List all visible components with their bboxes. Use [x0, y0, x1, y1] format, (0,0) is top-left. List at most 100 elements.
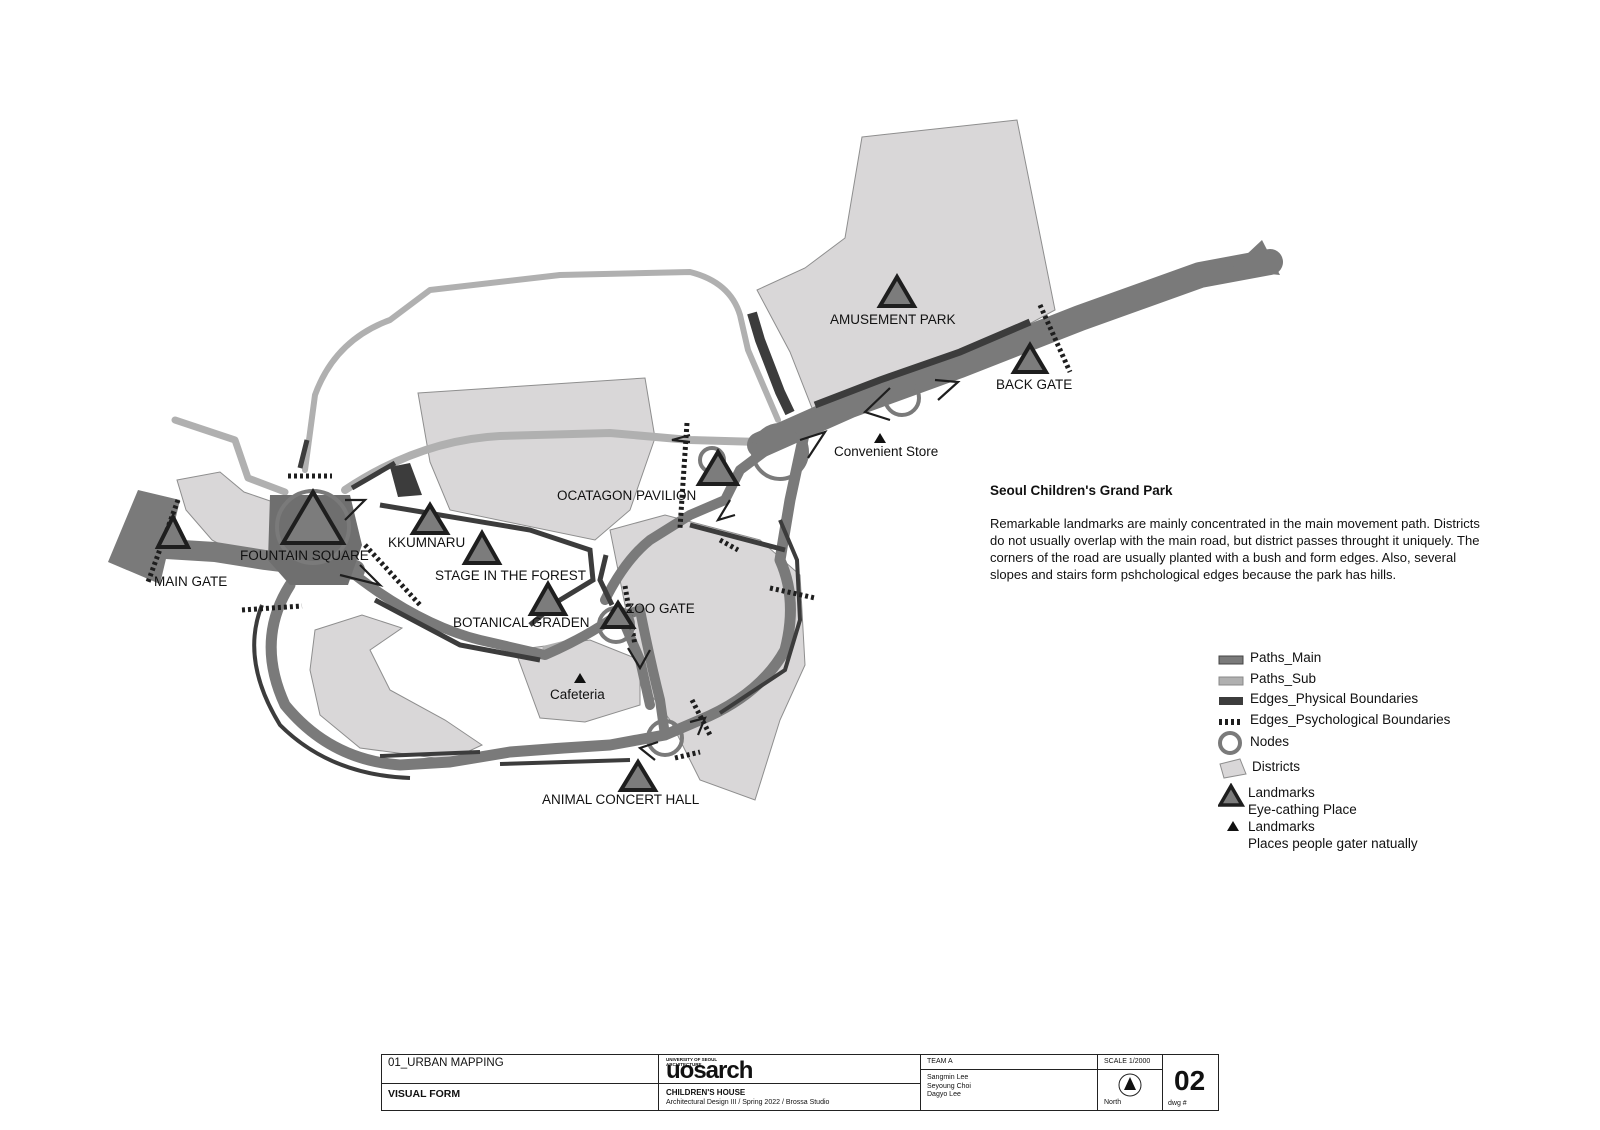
label-octagon-pavilion: OCATAGON PAVILION [557, 488, 696, 503]
small-landmarks [574, 433, 886, 683]
node-back-path[interactable] [883, 379, 921, 417]
landmark-stage-forest[interactable] [461, 528, 503, 565]
psych-edge-east[interactable] [769, 585, 816, 601]
team-label: TEAM A [927, 1058, 953, 1065]
sheet-title: VISUAL FORM [388, 1088, 461, 1100]
main-gate-block[interactable] [108, 490, 180, 584]
label-back-gate: BACK GATE [996, 377, 1072, 392]
arrow-zoo-south [627, 647, 651, 671]
psych-edge-fountain-east[interactable] [363, 543, 422, 607]
course-info: Architectural Design III / Spring 2022 /… [666, 1099, 830, 1106]
legend-item-landmark-gather: Landmarks Places people gater natually [1218, 815, 1518, 851]
label-botanical-garden: BOTANICAL GRADEN [453, 615, 590, 630]
node-octagon-junction[interactable] [751, 423, 809, 481]
back-gate-end[interactable] [1230, 240, 1280, 275]
edge-zoo-west[interactable] [597, 554, 615, 607]
sub-path-north-loop[interactable] [302, 269, 781, 473]
legend-landmark-eye-title: Landmarks [1248, 785, 1315, 800]
label-kkumnaru: KKUMNARU [388, 535, 465, 550]
main-path-octagon[interactable] [600, 435, 785, 605]
landmark-amusement-park[interactable] [876, 273, 918, 308]
legend-item-districts: Districts [1218, 756, 1518, 781]
description-panel: Seoul Children's Grand Park Remarkable l… [990, 482, 1490, 583]
scale-label: SCALE 1/2000 [1104, 1058, 1151, 1065]
univ-name-small: UNIVERSITY OF SEOUL [666, 1057, 718, 1062]
edge-east-loop[interactable] [718, 519, 803, 715]
label-cafeteria: Cafeteria [550, 687, 605, 702]
paths-sub-swatch [1218, 676, 1244, 685]
north-label: North [1104, 1099, 1122, 1106]
district-center[interactable] [417, 377, 656, 541]
landmark-octagon-pavilion[interactable] [695, 448, 741, 486]
district-amusement-park[interactable] [756, 119, 1056, 411]
arrow-octagon-west [671, 433, 691, 444]
edge-center-east[interactable] [689, 522, 786, 553]
psych-edge-fountain-south[interactable] [241, 603, 303, 613]
map-labels: MAIN GATE FOUNTAIN SQUARE KKUMNARU STAGE… [154, 312, 1072, 807]
arrow-back-path-west [862, 387, 891, 422]
main-path-back-gate[interactable] [747, 249, 1283, 458]
arrow-octagon-east [799, 430, 828, 459]
psych-edge-zoo[interactable] [622, 585, 638, 646]
landmark-animal-concert-hall[interactable] [617, 758, 659, 792]
legend-item-landmark-eye: Landmarks Eye-cathing Place [1218, 781, 1518, 818]
legend-label-landmark-gather: Landmarks Places people gater natually [1248, 819, 1418, 852]
drawing-number-label: dwg # [1168, 1100, 1187, 1107]
landmark-zoo-gate[interactable] [599, 599, 637, 629]
small-landmark-cafeteria[interactable] [574, 673, 586, 683]
edge-north-fountain[interactable] [350, 460, 397, 491]
arrow-octagon-south [715, 499, 736, 522]
edge-amusement-south[interactable] [813, 318, 1032, 409]
district-southwest[interactable] [309, 614, 484, 761]
edge-south-loop-outer[interactable] [252, 604, 411, 780]
legend-item-edges-physical: Edges_Physical Boundaries [1218, 691, 1518, 712]
edge-north-fountain-2[interactable] [297, 439, 310, 469]
main-path-central[interactable] [350, 570, 670, 740]
edges-psych-swatch [1219, 718, 1243, 725]
description-body: Remarkable landmarks are mainly concentr… [990, 516, 1480, 582]
psych-edge-concert[interactable] [689, 698, 713, 737]
edge-amusement-west[interactable] [747, 311, 795, 416]
label-animal-concert-hall: ANIMAL CONCERT HALL [542, 792, 700, 807]
main-paths [140, 249, 1283, 771]
legend-label-paths-main: Paths_Main [1250, 650, 1322, 665]
arrow-fountain-north [344, 498, 368, 521]
edge-wedge-north[interactable] [390, 463, 422, 497]
psych-edge-concert-2[interactable] [674, 749, 701, 761]
project-name: CHILDREN'S HOUSE [666, 1088, 746, 1097]
sub-path-northwest[interactable] [171, 416, 289, 496]
small-landmark-convenient-store[interactable] [874, 433, 886, 443]
legend-label-edges-physical: Edges_Physical Boundaries [1250, 691, 1419, 706]
label-main-gate: MAIN GATE [154, 574, 227, 589]
edge-south-east[interactable] [499, 758, 631, 766]
legend-landmark-gather-sub: Places people gater natually [1248, 835, 1418, 851]
landmark-botanical-garden[interactable] [527, 579, 569, 616]
arrow-back-path-east [934, 378, 961, 401]
node-concert-hall[interactable] [646, 719, 684, 757]
legend-item-nodes: Nodes [1218, 731, 1518, 756]
landmark-fountain-square[interactable] [279, 488, 347, 545]
psych-edge-back-gate[interactable] [1037, 303, 1073, 374]
legend-label-edges-psych: Edges_Psychological Boundaries [1250, 711, 1451, 727]
legend: Paths_Main Paths_Sub Edges_Physical Boun… [1218, 650, 1518, 851]
districts-swatch [1219, 758, 1247, 779]
label-zoo-gate: ZOO GATE [626, 601, 695, 616]
landmark-kkumnaru[interactable] [409, 501, 451, 535]
landmark-main-gate[interactable] [154, 512, 192, 549]
uosarch-logo: uosarch [666, 1057, 753, 1084]
legend-label-landmark-eye: Landmarks Eye-cathing Place [1248, 785, 1357, 818]
univ-dept-small: ARCHITECTURE [666, 1062, 702, 1067]
landmark-gather-swatch [1227, 821, 1239, 831]
movement-arrows [339, 378, 961, 761]
university-logo: UNIVERSITY OF SEOUL ARCHITECTURE [666, 1057, 717, 1067]
legend-landmark-gather-title: Landmarks [1248, 819, 1315, 834]
label-convenient-store: Convenient Store [834, 444, 938, 459]
edge-south-mid[interactable] [379, 750, 481, 758]
edge-central-south[interactable] [373, 597, 541, 663]
landmark-back-gate[interactable] [1010, 341, 1050, 374]
section-title: 01_URBAN MAPPING [388, 1057, 504, 1069]
main-path-south-loop[interactable] [265, 424, 811, 771]
landmark-eye-swatch [1218, 783, 1246, 807]
arrow-concert-west [637, 740, 659, 761]
